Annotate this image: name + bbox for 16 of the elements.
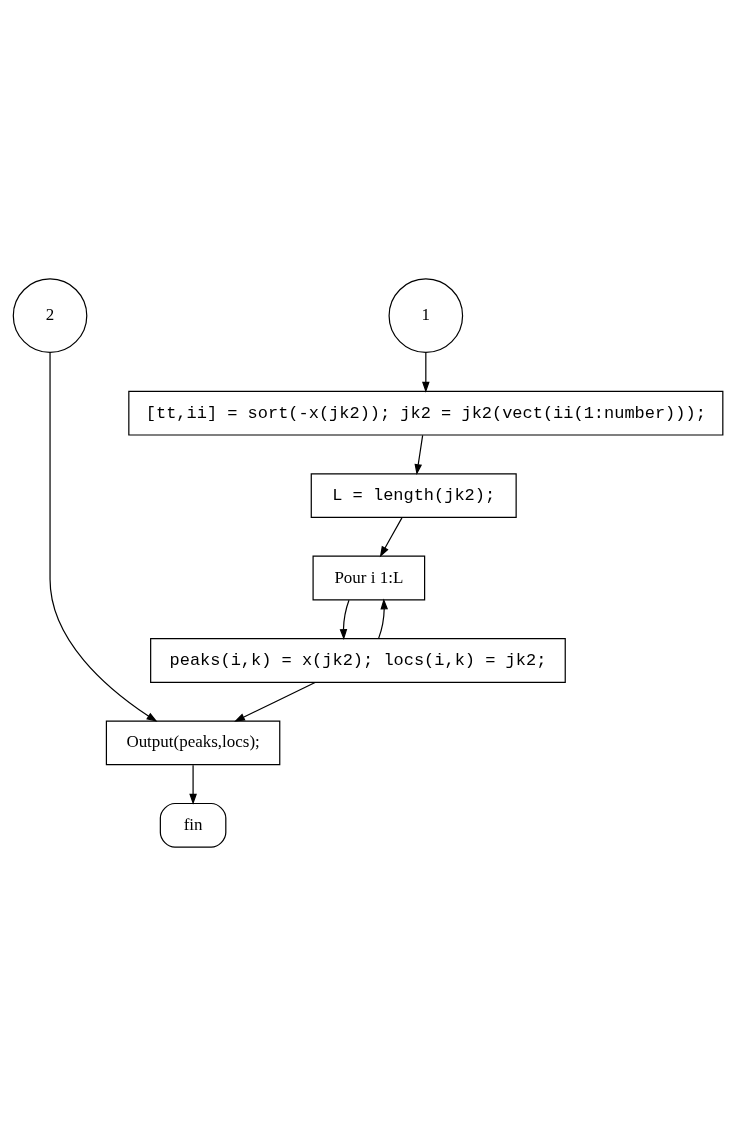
arrow: [234, 681, 316, 722]
arrow: [422, 351, 430, 393]
node-box: [tt,ii] = sort(-x(jk2)); jk2 = jk2(vect(ii(1:number)));: [128, 390, 724, 436]
node-circle: 2: [12, 277, 88, 353]
arrow: [414, 434, 424, 475]
node-box: Output(peaks,locs);: [105, 719, 281, 765]
arrow: [49, 351, 158, 722]
node-box: peaks(i,k) = x(jk2); locs(i,k) = jk2;: [150, 637, 566, 683]
arrow: [379, 516, 403, 557]
node-circle: 1: [388, 277, 464, 353]
node-box: Pour i 1:L: [312, 555, 426, 600]
arrow: [378, 597, 389, 639]
node-box: L = length(jk2);: [310, 472, 517, 518]
arrow: [339, 599, 350, 640]
arrow: [189, 764, 197, 805]
node-box: fin: [159, 802, 227, 848]
